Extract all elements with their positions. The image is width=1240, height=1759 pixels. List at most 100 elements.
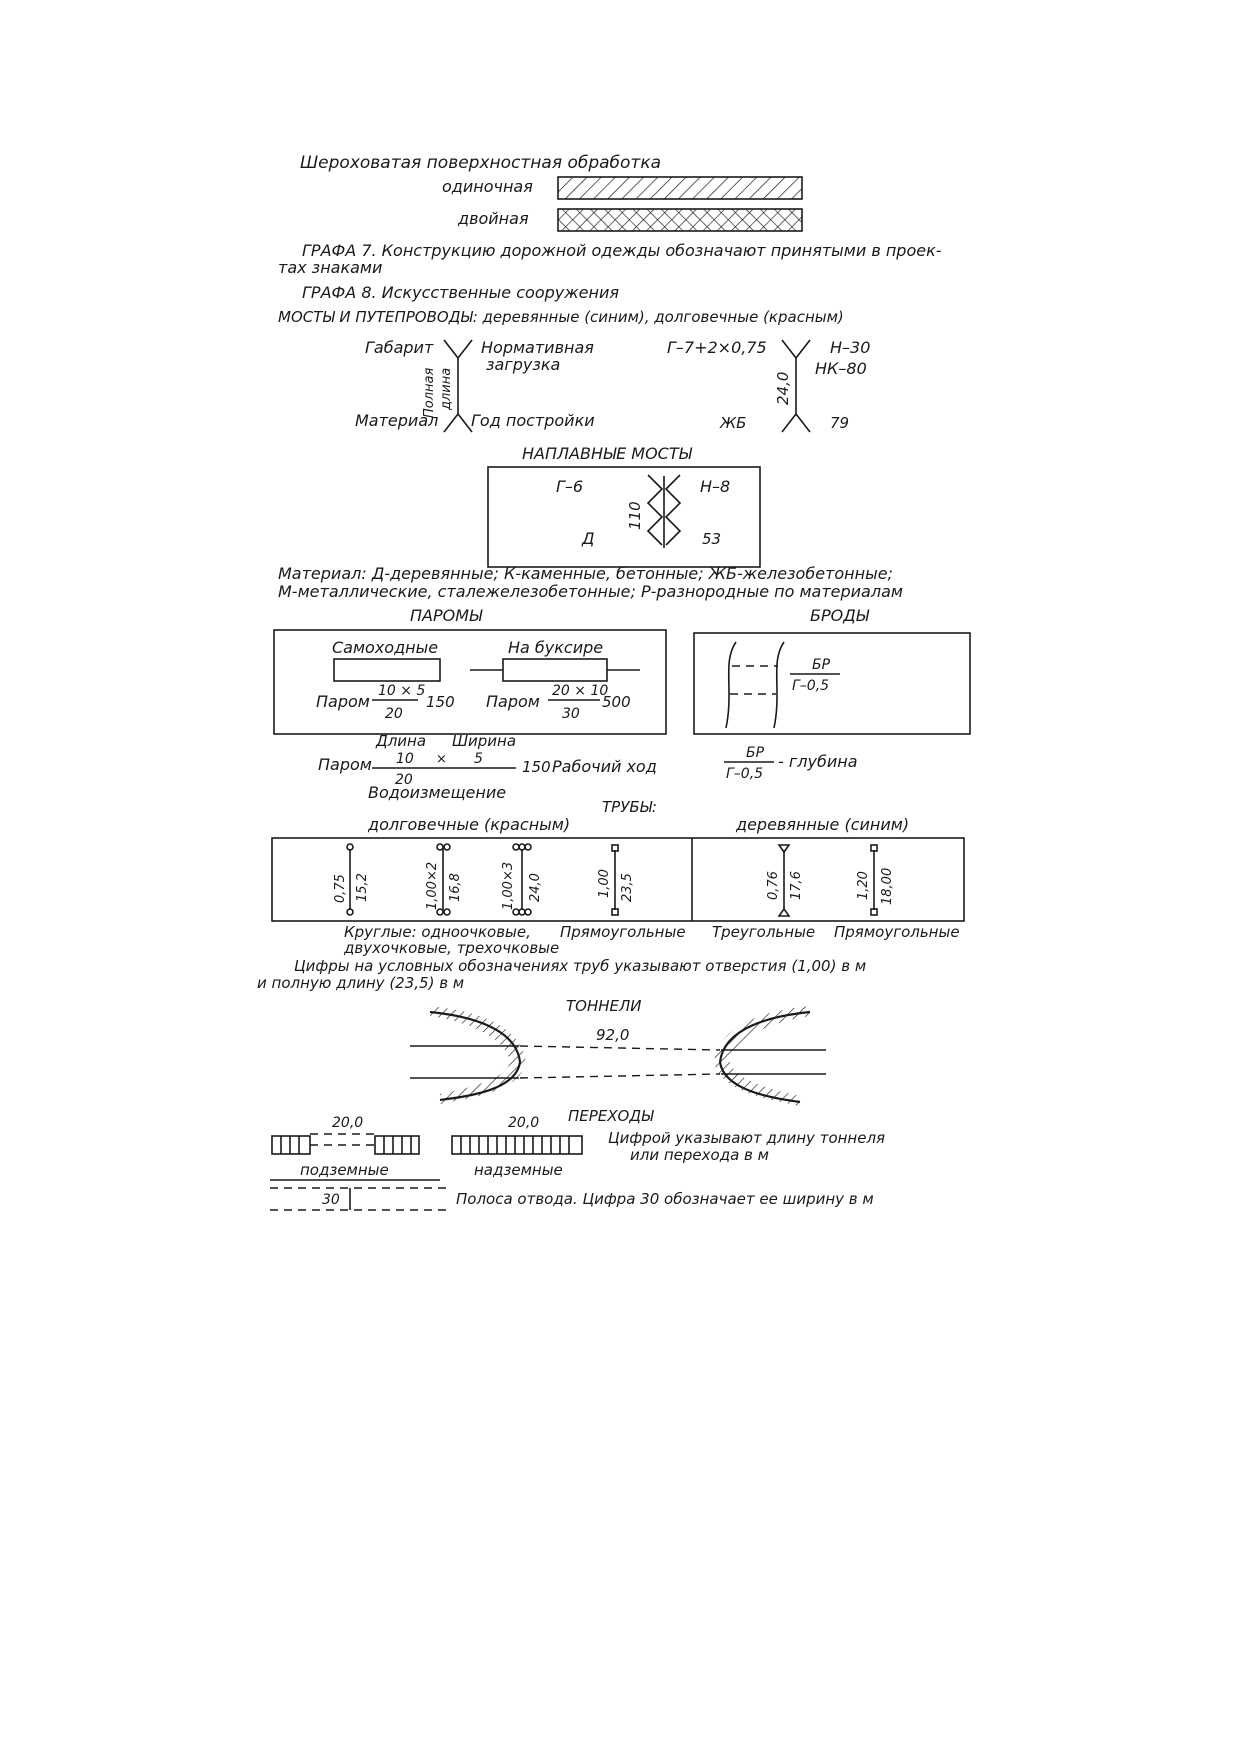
pipe-triangular-end-bottom xyxy=(777,907,791,917)
fords-frame xyxy=(693,632,971,735)
crossings-title: ПЕРЕХОДЫ xyxy=(568,1107,654,1125)
pipe-rectangular-end-top xyxy=(611,844,619,852)
bridge-full-length-label-1: Полная xyxy=(422,367,437,418)
tunnel-portal-right-hatch xyxy=(714,1006,810,1106)
tunnels-title: ТОННЕЛИ xyxy=(566,997,642,1015)
pontoon-frame xyxy=(487,466,761,568)
tunnel-portal-right xyxy=(718,1010,811,1104)
crossing-over-label: надземные xyxy=(474,1161,563,1179)
ferry-tow-symbol xyxy=(502,658,608,682)
grafa7-line1: ГРАФА 7. Конструкцию дорожной одежды обо… xyxy=(302,241,942,260)
surface-single-label: одиночная xyxy=(442,177,533,196)
ferry-legend-l: 10 xyxy=(396,751,414,767)
ferry-legend-displacement: Водоизмещение xyxy=(368,783,506,802)
ferry-self-label: Самоходные xyxy=(332,638,438,657)
pipe-triangular-end-top xyxy=(777,844,791,854)
ferry-a-word: Паром xyxy=(316,692,370,711)
pipes-wooden-label: деревянные (синим) xyxy=(735,815,909,834)
pipes-durable-label: долговечные (красным) xyxy=(367,815,570,834)
materials-line2: М-металлические, сталежелезобетонные; Р-… xyxy=(278,582,903,601)
pipe-5-opening: 0,76 xyxy=(766,871,781,900)
ferry-b-displacement: 30 xyxy=(562,706,580,722)
pipe-round-triple-end-top-3 xyxy=(524,843,532,851)
pipes-rect-wooden-label: Прямоугольные xyxy=(834,923,960,941)
tunnel-portal-left xyxy=(429,1010,522,1102)
ferry-legend-width: Ширина xyxy=(452,732,516,750)
pipe-round-double-end-top-1 xyxy=(436,843,444,851)
pontoon-gabarit: Г–6 xyxy=(556,477,583,496)
pipe-round-double-end-top-2 xyxy=(443,843,451,851)
bridges-title: МОСТЫ И ПУТЕПРОВОДЫ: деревянные (синим),… xyxy=(278,308,844,326)
grafa8-title: ГРАФА 8. Искусственные сооружения xyxy=(302,283,619,302)
bridge-norm-label-1: Нормативная xyxy=(481,338,594,357)
pontoon-zigzag-left xyxy=(646,474,664,546)
rightofway-note: Полоса отвода. Цифра 30 обозначает ее ши… xyxy=(456,1190,874,1208)
tunnel-portal-left-hatch xyxy=(430,1006,526,1104)
surface-title: Шероховатая поверхностная обработка xyxy=(300,153,661,173)
pipe-4-length: 23,5 xyxy=(620,873,635,902)
grafa7-line2: тах знаками xyxy=(278,258,382,277)
bridge-example-load-2: НК–80 xyxy=(815,359,867,378)
pipe-round-triple-end-bottom-3 xyxy=(524,908,532,916)
pipes-tri-label: Треугольные xyxy=(712,923,815,941)
crossings-note-1: Цифрой указывают длину тоннеля xyxy=(608,1129,885,1147)
pipe-rectangular-wooden-end-top xyxy=(870,844,878,852)
ferry-self-symbol xyxy=(333,658,441,682)
tunnel-inner-2 xyxy=(519,1073,721,1079)
bridge-year-label: Год постройки xyxy=(471,411,595,430)
crossing-under-label: подземные xyxy=(300,1161,389,1179)
pontoon-zigzag-right xyxy=(664,474,682,546)
single-treatment-swatch xyxy=(557,176,803,200)
ford-bank-left xyxy=(725,641,737,729)
ford-legend-num: БР xyxy=(746,745,765,761)
pontoon-length: 110 xyxy=(626,501,644,530)
ferry-a-dims: 10 × 5 xyxy=(378,683,425,699)
pontoon-load: Н–8 xyxy=(700,477,730,496)
crossing-under-length: 20,0 xyxy=(332,1115,363,1131)
ferry-a-displacement: 20 xyxy=(385,706,403,722)
pipes-round-label-1: Круглые: одноочковые, xyxy=(344,923,531,941)
pipe-5-length: 17,6 xyxy=(789,871,804,900)
bridge-example-material: ЖБ xyxy=(719,414,746,432)
pontoon-material: Д xyxy=(581,529,595,548)
pipe-round-double-end-bottom-2 xyxy=(443,908,451,916)
crossings-note-2: или перехода в м xyxy=(630,1146,769,1164)
pipes-note-1: Цифры на условных обозначениях труб указ… xyxy=(294,957,866,975)
bridge-symbol-right-bottom xyxy=(457,413,473,433)
bridge-norm-label-2: загрузка xyxy=(486,355,560,374)
bridge-symbol-left xyxy=(443,339,459,433)
ferry-tow-label: На буксире xyxy=(508,638,603,657)
fords-title: БРОДЫ xyxy=(810,606,870,625)
pipe-3-length: 24,0 xyxy=(528,873,543,902)
bridge-full-length-label-2: длина xyxy=(439,368,454,411)
crossing-overground-symbol xyxy=(451,1135,583,1155)
surface-double-label: двойная xyxy=(457,209,529,228)
ferry-legend-work: Рабочий ход xyxy=(552,757,657,776)
pipe-rectangular-wooden-end-bottom xyxy=(870,908,878,916)
ferry-b-dims: 20 × 10 xyxy=(552,683,608,699)
pipe-round-single-end-top xyxy=(346,843,354,851)
pontoon-year: 53 xyxy=(702,530,721,548)
tunnel-inner-1 xyxy=(519,1045,721,1051)
pipes-note-2: и полную длину (23,5) в м xyxy=(257,974,464,992)
pipe-6-opening: 1,20 xyxy=(856,871,871,900)
ferry-legend-length: Длина xyxy=(375,732,426,750)
pipe-round-triple-end-top-1 xyxy=(512,843,520,851)
pipe-2-length: 16,8 xyxy=(448,873,463,902)
bridge-example-symbol-left xyxy=(781,339,797,433)
bridge-example-symbol-right xyxy=(795,339,811,433)
materials-line1: Материал: Д-деревянные; К-каменные, бето… xyxy=(278,564,893,583)
ford-bank-right xyxy=(773,641,785,729)
ferry-a-work: 150 xyxy=(426,693,455,711)
pipes-title: ТРУБЫ: xyxy=(602,798,657,816)
double-treatment-swatch xyxy=(557,208,803,232)
pipe-2-opening: 1,00×2 xyxy=(425,862,440,910)
rightofway-width: 30 xyxy=(322,1192,340,1208)
pipe-1-length: 15,2 xyxy=(355,873,370,902)
bridge-gabarit-label: Габарит xyxy=(365,338,434,357)
ferry-legend-val: 150 xyxy=(522,758,551,776)
bridge-example-load-1: Н–30 xyxy=(830,338,870,357)
crossing-underground-symbol xyxy=(271,1135,420,1155)
